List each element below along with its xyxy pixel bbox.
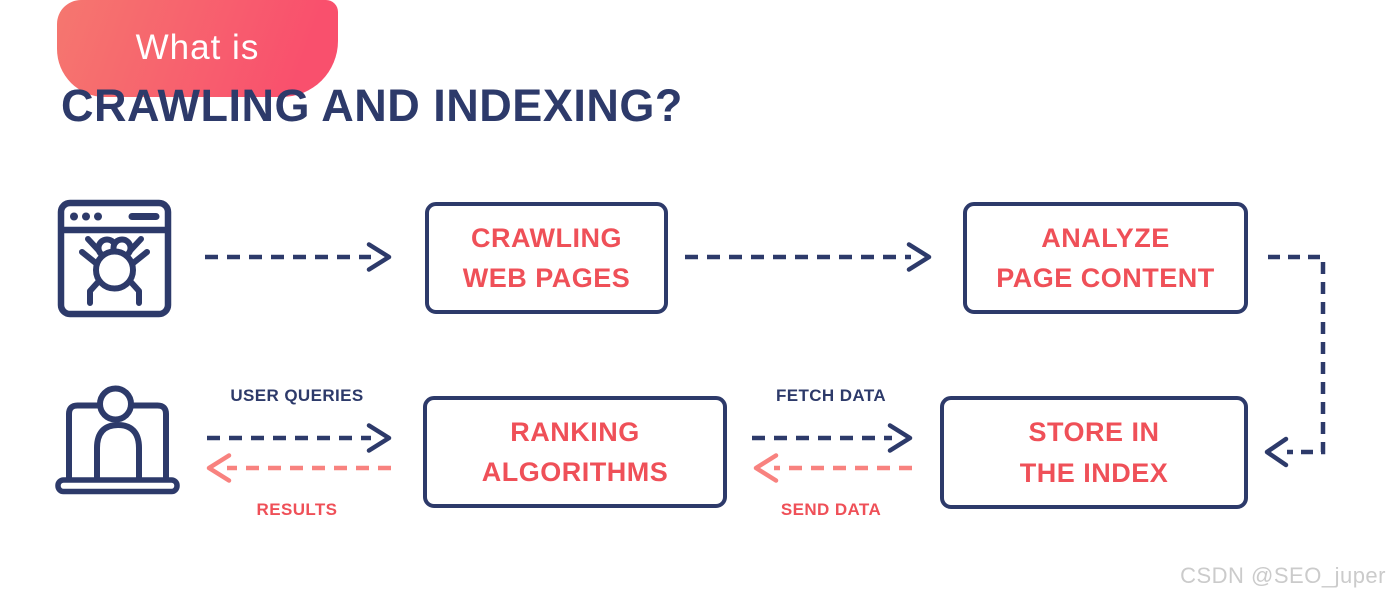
laptop-base xyxy=(55,477,180,495)
analyze-box-label: ANALYZE PAGE CONTENT xyxy=(996,222,1215,294)
ranking-box-label: RANKING ALGORITHMS xyxy=(481,416,669,488)
laptop-user-icon xyxy=(55,385,180,495)
send-data-label: SEND DATA xyxy=(780,500,882,519)
results-label: RESULTS xyxy=(256,500,338,519)
store-box-label: STORE IN THE INDEX xyxy=(1019,417,1169,488)
arrow-left-icon xyxy=(206,453,391,483)
ranking-algorithms-box: RANKING ALGORITHMS xyxy=(423,396,727,508)
user-queries-label: USER QUERIES xyxy=(230,386,364,405)
user-head xyxy=(97,385,134,423)
badge-label: What is xyxy=(135,28,260,67)
page-title: CRAWLING AND INDEXING? xyxy=(61,80,683,131)
crawling-box-label: CRAWLING WEB PAGES xyxy=(462,222,631,294)
user-body xyxy=(94,421,142,486)
browser-bug-icon xyxy=(57,199,172,318)
watermark: CSDN @SEO_juper xyxy=(1180,563,1386,588)
connector-down-arrow-icon xyxy=(1264,254,1326,468)
fetch-data-label: FETCH DATA xyxy=(775,386,887,405)
arrow-right-icon xyxy=(205,242,392,272)
analyze-page-content-box: ANALYZE PAGE CONTENT xyxy=(963,202,1248,314)
title-badge: What is xyxy=(57,0,338,97)
arrow-right-icon xyxy=(685,242,932,272)
arrow-right-icon xyxy=(207,423,392,453)
arrow-left-icon xyxy=(753,453,912,483)
crawling-web-pages-box: CRAWLING WEB PAGES xyxy=(425,202,668,314)
store-in-the-index-box: STORE IN THE INDEX xyxy=(940,396,1248,509)
arrow-right-icon xyxy=(752,423,913,453)
